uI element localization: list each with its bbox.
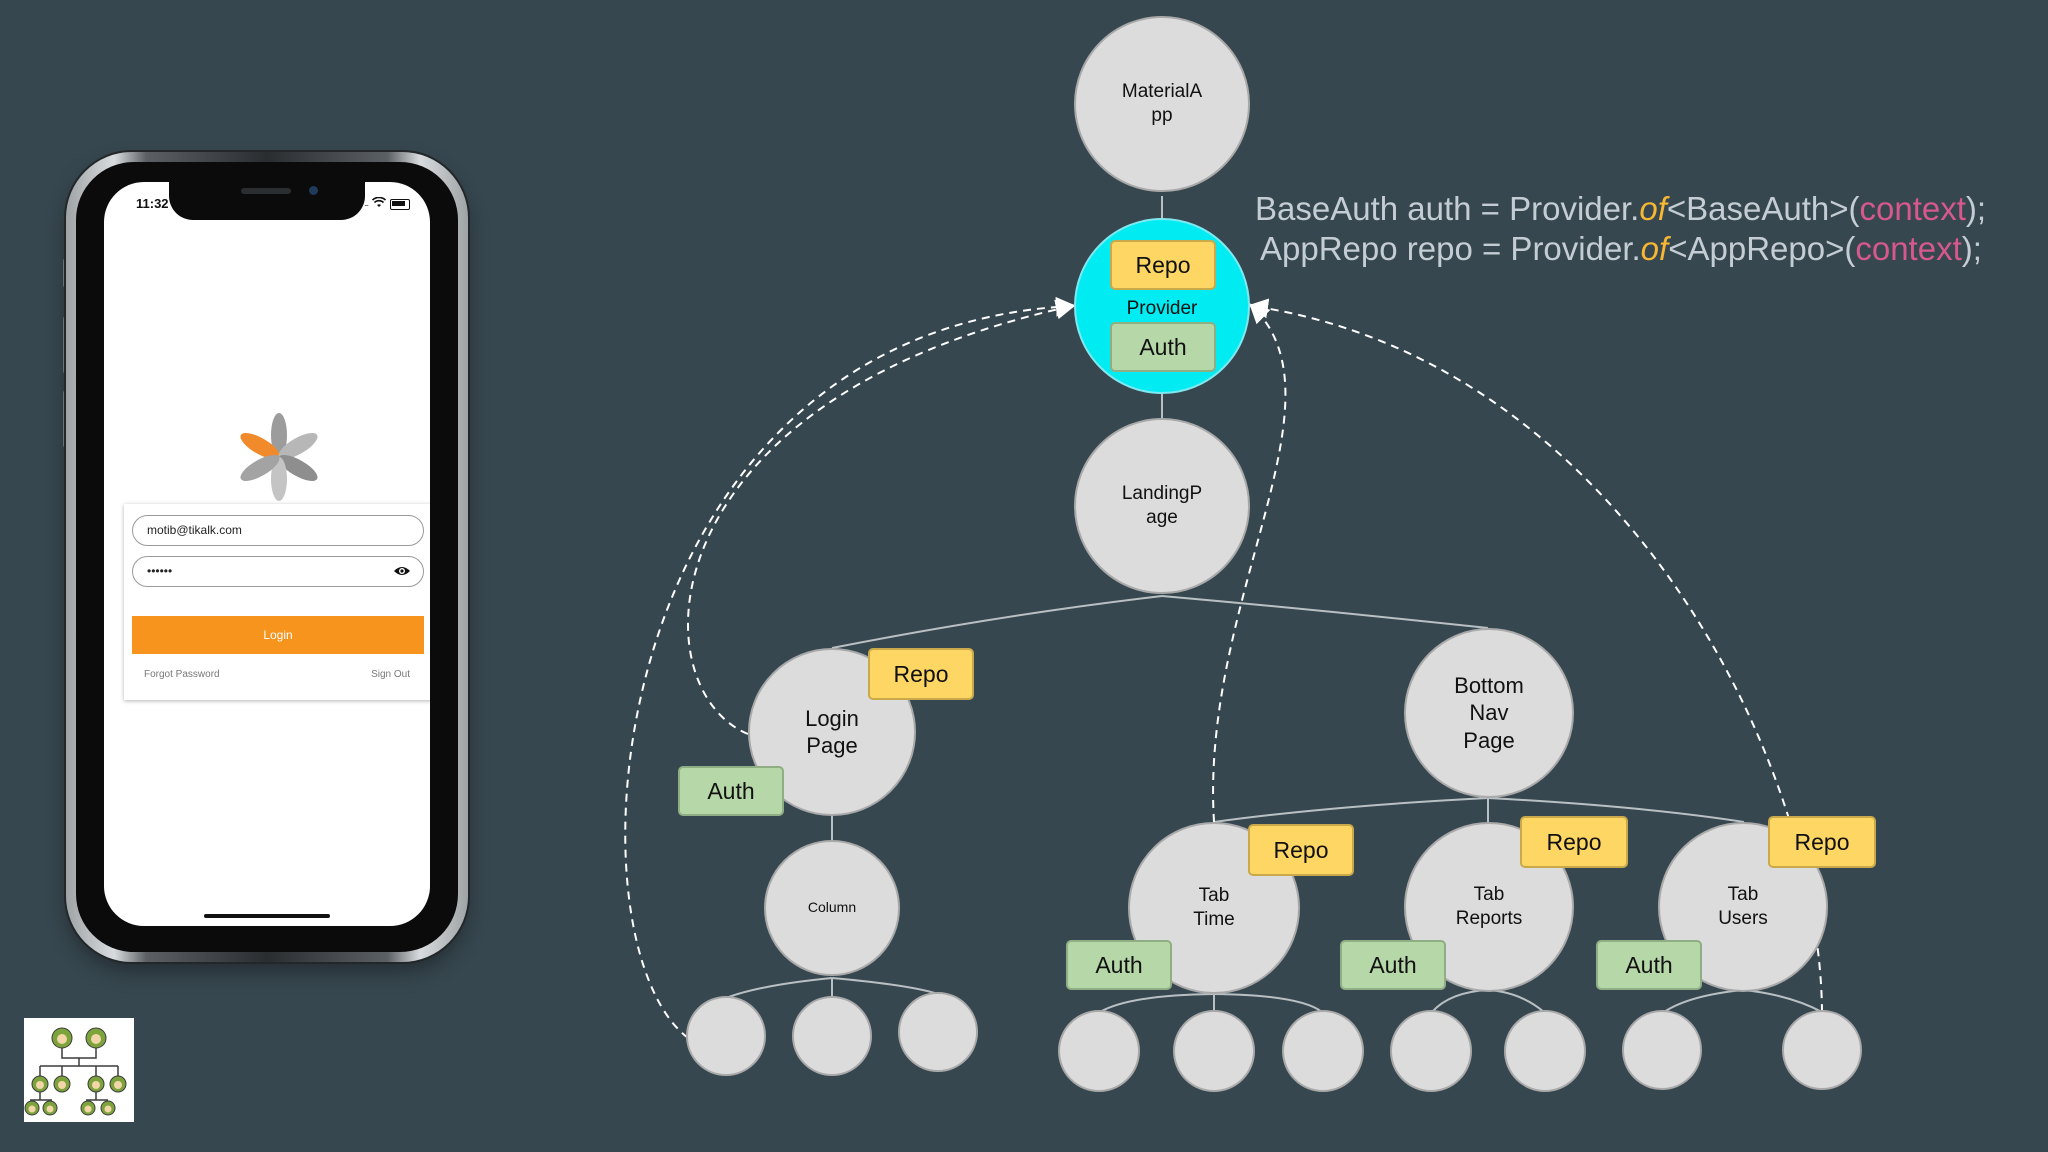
tab-users-repo-chip: Repo bbox=[1768, 816, 1876, 868]
login-card: motib@tikalk.com •••••• Login Forgot Pas… bbox=[124, 504, 430, 700]
edge bbox=[725, 977, 833, 999]
code-line-repo: AppRepo repo = Provider.of<AppRepo>(cont… bbox=[1260, 230, 1982, 267]
tab-time-repo-chip: Repo bbox=[1248, 824, 1354, 876]
sign-out-link[interactable]: Sign Out bbox=[371, 669, 410, 680]
phone-bezel: 11:32 .... bbox=[76, 162, 458, 952]
tab-time-auth-chip: Auth bbox=[1066, 940, 1172, 990]
email-field[interactable]: motib@tikalk.com bbox=[132, 515, 424, 546]
leaf-node bbox=[1058, 1010, 1140, 1092]
wifi-icon bbox=[371, 196, 387, 211]
edge bbox=[1213, 993, 1323, 1013]
flower-logo-icon bbox=[240, 413, 318, 501]
phone-screen: 11:32 .... bbox=[104, 182, 430, 926]
leaf-node bbox=[898, 992, 978, 1072]
edge bbox=[1431, 989, 1489, 1013]
node-column: Column bbox=[764, 840, 900, 976]
node-material-app: MaterialA pp bbox=[1074, 16, 1250, 192]
edge bbox=[1099, 993, 1215, 1013]
home-indicator bbox=[204, 914, 330, 918]
node-bottom-nav-page: Bottom Nav Page bbox=[1404, 628, 1574, 798]
login-button[interactable]: Login bbox=[132, 616, 424, 654]
tab-users-auth-chip: Auth bbox=[1596, 940, 1702, 990]
tab-reports-auth-chip: Auth bbox=[1340, 940, 1446, 990]
code-line-auth: BaseAuth auth = Provider.of<BaseAuth>(co… bbox=[1255, 190, 1987, 227]
login-auth-chip: Auth bbox=[678, 766, 784, 816]
family-tree-icon bbox=[24, 1027, 127, 1116]
edge bbox=[1213, 797, 1489, 823]
leaf-node bbox=[1282, 1010, 1364, 1092]
leaf-node bbox=[1173, 1010, 1255, 1092]
signal-icon: .... bbox=[364, 200, 369, 208]
front-camera bbox=[309, 186, 318, 195]
status-time: 11:32 bbox=[136, 196, 169, 211]
edge bbox=[1487, 797, 1745, 823]
dashed-arrow-column-leaf bbox=[624, 296, 1076, 1039]
node-landing-page: LandingP age bbox=[1074, 418, 1250, 594]
provider-repo-chip: Repo bbox=[1110, 240, 1216, 290]
leaf-node bbox=[686, 996, 766, 1076]
leaf-node bbox=[1782, 1010, 1862, 1090]
forgot-password-link[interactable]: Forgot Password bbox=[144, 669, 220, 680]
battery-icon bbox=[390, 198, 410, 210]
edge bbox=[831, 977, 939, 995]
leaf-node bbox=[1390, 1010, 1472, 1092]
phone-notch bbox=[169, 182, 365, 220]
family-tree-logo bbox=[24, 1018, 134, 1122]
password-field[interactable]: •••••• bbox=[132, 556, 424, 587]
provider-auth-chip: Auth bbox=[1110, 322, 1216, 372]
eye-icon[interactable] bbox=[393, 565, 411, 577]
speaker bbox=[241, 188, 291, 194]
edge bbox=[1487, 989, 1545, 1013]
leaf-node bbox=[792, 996, 872, 1076]
phone-mockup: 11:32 .... bbox=[66, 152, 468, 962]
tab-reports-repo-chip: Repo bbox=[1520, 816, 1628, 868]
provider-label: Provider bbox=[1126, 298, 1198, 320]
leaf-node bbox=[1622, 1010, 1702, 1090]
edge bbox=[1161, 595, 1489, 629]
password-value: •••••• bbox=[147, 564, 173, 578]
edge bbox=[1663, 989, 1745, 1013]
dashed-arrow-tab-time bbox=[1212, 303, 1287, 823]
edge bbox=[831, 595, 1163, 649]
edge bbox=[1743, 989, 1823, 1013]
leaf-node bbox=[1504, 1010, 1586, 1092]
status-icons: .... bbox=[364, 196, 410, 211]
login-repo-chip: Repo bbox=[868, 648, 974, 700]
